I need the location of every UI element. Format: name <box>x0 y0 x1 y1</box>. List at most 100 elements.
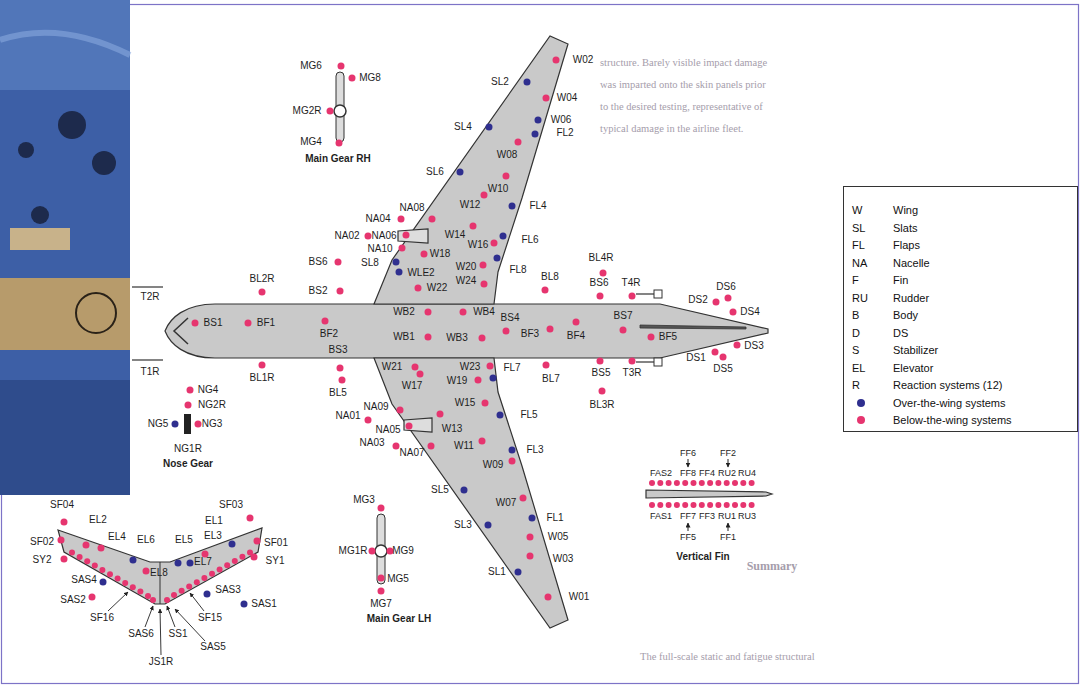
system-dot <box>535 117 542 124</box>
system-dot <box>509 203 516 210</box>
callout-label: MG6 <box>300 60 322 72</box>
callout-label: FL5 <box>520 409 537 421</box>
sensor-dot <box>674 480 680 486</box>
callout-label: DS2 <box>688 294 707 306</box>
system-dot <box>482 400 489 407</box>
callout-label: W16 <box>468 239 489 251</box>
background-text: Summary <box>747 560 798 574</box>
system-dot <box>480 262 487 269</box>
system-dot <box>337 365 344 372</box>
sensor-dot <box>201 575 207 581</box>
callout-label: BL7 <box>542 373 560 385</box>
callout-label: NG5 <box>148 418 169 430</box>
sensor-dot <box>217 566 223 572</box>
system-dot <box>457 169 464 176</box>
callout-label: FL2 <box>556 127 573 139</box>
page-border <box>2 5 1079 684</box>
sensor-dot <box>715 502 721 508</box>
system-dot <box>337 288 344 295</box>
nacelle <box>398 229 428 243</box>
system-dot <box>481 281 488 288</box>
system-dot <box>543 362 550 369</box>
system-dot <box>421 251 428 258</box>
callout-label: SL6 <box>426 166 444 178</box>
callout-label: BL2R <box>249 273 274 285</box>
callout-label: FF2 <box>720 448 736 458</box>
system-dot <box>259 362 266 369</box>
leader-line <box>160 609 161 655</box>
callout-label: EL6 <box>137 534 155 546</box>
legend-text: Elevator <box>893 361 933 374</box>
system-dot <box>61 519 68 526</box>
callout-label: RU1 <box>718 511 736 521</box>
sensor-dot <box>707 502 713 508</box>
photo-patch <box>0 380 130 495</box>
system-dot <box>547 326 554 333</box>
callout-label: T1R <box>141 366 160 378</box>
callout-label: DS6 <box>716 281 735 293</box>
legend-abbreviation: F <box>852 274 859 287</box>
photo-hole <box>18 142 34 158</box>
system-dot <box>600 270 607 277</box>
system-dot <box>378 505 385 512</box>
background-text: The full-scale static and fatigue struct… <box>640 651 815 663</box>
sensor-dot <box>130 584 136 590</box>
callout-label: NG1R <box>174 443 202 455</box>
test-rod <box>636 361 654 362</box>
legend-text: Stabilizer <box>893 344 938 357</box>
system-dot <box>520 495 527 502</box>
callout-label: WB1 <box>393 331 415 343</box>
callout-label: FL8 <box>509 264 526 276</box>
load-arrow <box>688 523 689 531</box>
system-dot <box>503 328 510 335</box>
view-title: Main Gear RH <box>305 153 371 165</box>
system-dot <box>500 233 507 240</box>
system-dot <box>629 358 636 365</box>
callout-label: EL1 <box>205 515 223 527</box>
callout-label: W20 <box>456 261 477 273</box>
system-dot <box>532 131 539 138</box>
callout-label: EL8 <box>150 567 168 579</box>
legend-text: Flaps <box>893 239 920 252</box>
sensor-dot <box>657 502 663 508</box>
callout-label: JS1R <box>149 656 173 668</box>
sensor-dot <box>691 480 697 486</box>
leader-line <box>145 606 153 627</box>
callout-label: W22 <box>427 282 448 294</box>
sensor-dot <box>224 562 230 568</box>
callout-label: SY1 <box>266 555 285 567</box>
system-dot <box>425 309 432 316</box>
callout-label: FF7 <box>680 511 696 521</box>
background-text: was imparted onto the skin panels prior <box>600 79 766 91</box>
background-text: to the desired testing, representative o… <box>600 101 763 113</box>
legend-abbreviation: RU <box>852 291 868 304</box>
callout-label: BL4R <box>588 252 613 264</box>
sensor-dot <box>740 480 746 486</box>
callout-label: W19 <box>447 375 468 387</box>
callout-label: EL7 <box>194 556 212 568</box>
callout-label: SL8 <box>361 257 379 269</box>
callout-label: FAS1 <box>650 511 672 521</box>
legend-abbreviation: S <box>852 344 859 357</box>
callout-label: NA04 <box>365 213 390 225</box>
sensor-dot <box>691 502 697 508</box>
sensor-dot <box>209 571 215 577</box>
system-dot <box>491 240 498 247</box>
system-dot <box>527 553 534 560</box>
sensor-dot <box>732 502 738 508</box>
system-dot <box>397 407 404 414</box>
cockpit-window <box>174 318 188 344</box>
callout-label: WB2 <box>393 306 415 318</box>
callout-label: BS6 <box>590 277 609 289</box>
system-dot <box>336 140 343 147</box>
callout-label: BS7 <box>614 310 633 322</box>
callout-label: EL2 <box>89 514 107 526</box>
callout-label: FF1 <box>720 532 736 542</box>
legend-text: Reaction systems (12) <box>893 379 1002 392</box>
system-dot <box>58 537 65 544</box>
callout-label: BS5 <box>592 367 611 379</box>
callout-label: NG2R <box>198 399 226 411</box>
upper-wing <box>374 36 568 304</box>
callout-label: BS1 <box>204 317 223 329</box>
load-arrow <box>728 523 729 531</box>
